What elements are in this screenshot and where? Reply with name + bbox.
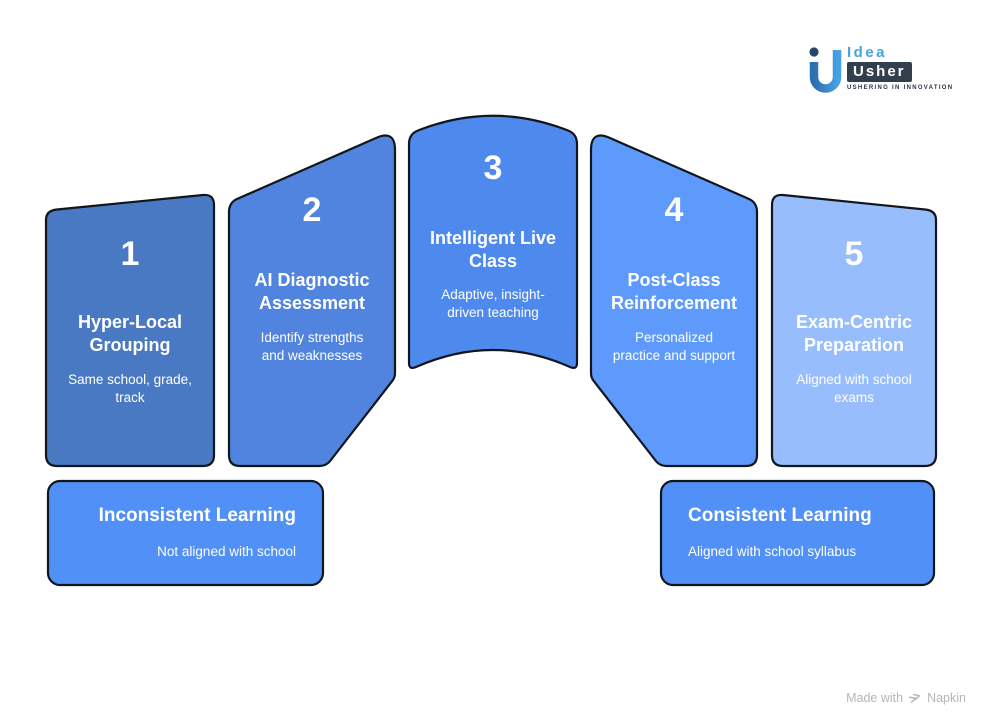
- outcome-box-right: [659, 479, 936, 587]
- outcome-left-title: Inconsistent Learning: [98, 505, 296, 526]
- outcome-box-left: [46, 479, 325, 587]
- outcome-left-subtitle: Not aligned with school: [157, 544, 296, 559]
- brand-tagline: USHERING IN INNOVATION: [847, 85, 954, 91]
- brand-name-top: Idea: [847, 44, 888, 61]
- logo-u-stroke: [809, 50, 842, 93]
- outcome-right-subtitle: Aligned with school syllabus: [688, 544, 857, 559]
- made-with-credit: Made with Napkin: [846, 691, 966, 705]
- logo-dot: [809, 47, 819, 57]
- panel-shape-4: [589, 134, 759, 468]
- panel-shape-3: [407, 114, 579, 369]
- panel-shape-1: [44, 193, 216, 468]
- credit-brand: Napkin: [927, 691, 966, 705]
- idea-usher-mark-icon: [809, 47, 842, 93]
- panel-shape-2: [227, 134, 397, 468]
- credit-prefix: Made with: [846, 691, 904, 705]
- panel-shape-5: [770, 193, 938, 468]
- brand-name-bottom: Usher: [847, 62, 912, 82]
- napkin-logo-icon: [909, 693, 921, 703]
- brand-logo: Idea Usher USHERING IN INNOVATION: [806, 44, 953, 98]
- outcome-right-title: Consistent Learning: [688, 505, 872, 526]
